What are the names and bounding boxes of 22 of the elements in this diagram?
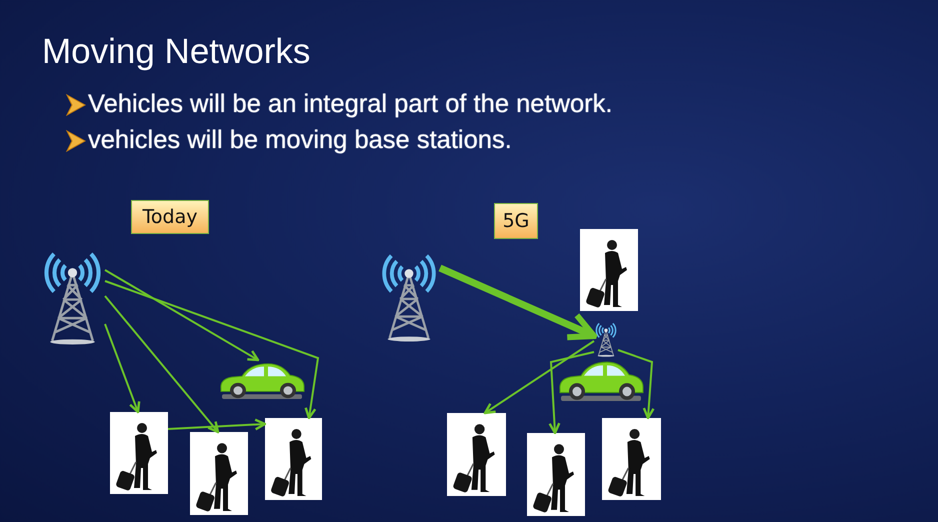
arrow — [104, 269, 260, 362]
arrow — [618, 349, 655, 420]
person-silhouette-picture — [110, 412, 168, 494]
bullet-text: vehicles will be moving base stations. — [88, 126, 512, 155]
person-silhouette-picture — [447, 413, 506, 496]
label-box: Today — [131, 200, 209, 234]
person-silhouette-picture — [580, 229, 638, 311]
person-silhouette-picture — [602, 418, 661, 500]
antenna-tower-icon — [594, 322, 618, 357]
arrow — [548, 351, 594, 434]
arrow — [104, 280, 320, 420]
arrow — [168, 418, 266, 430]
slide-title: Moving Networks — [42, 32, 310, 72]
person-silhouette-picture — [527, 433, 585, 516]
arrow — [438, 264, 597, 340]
person-silhouette-picture — [265, 418, 322, 500]
label-box: 5G — [494, 203, 538, 239]
person-silhouette-picture — [190, 432, 248, 515]
bullet-text: Vehicles will be an integral part of the network. — [88, 90, 612, 119]
arrow — [104, 324, 140, 414]
arrow — [104, 295, 220, 434]
arrow — [484, 340, 595, 414]
